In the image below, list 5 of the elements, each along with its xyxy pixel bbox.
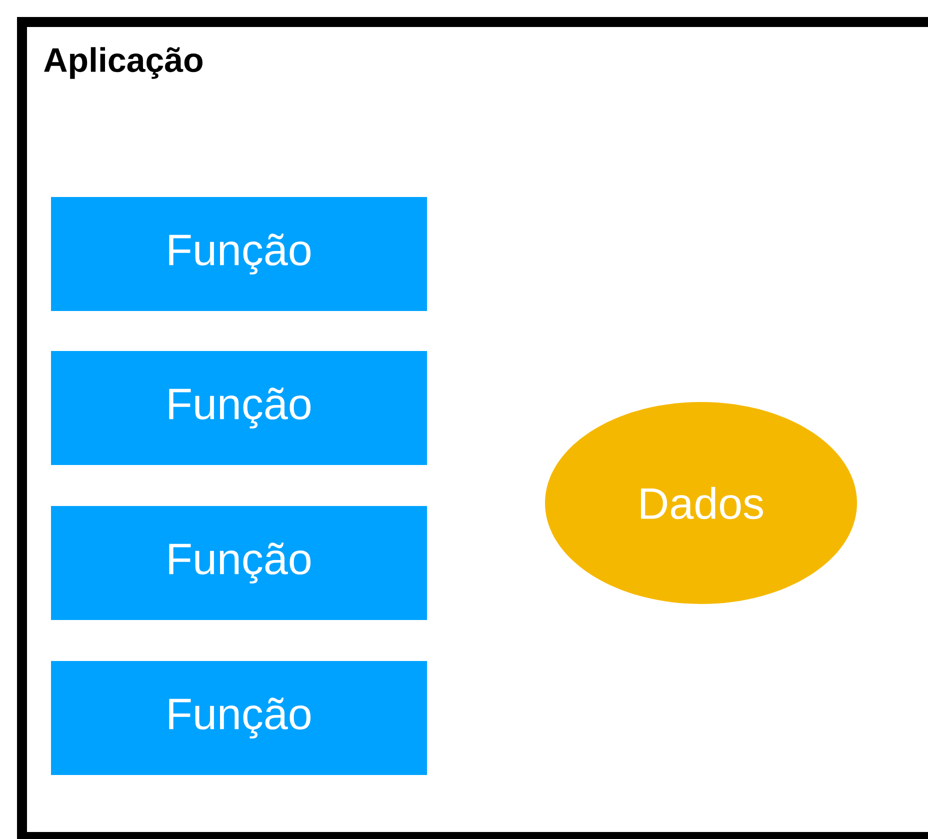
function-box: Função (51, 661, 427, 775)
function-box: Função (51, 351, 427, 465)
function-box: Função (51, 506, 427, 620)
frame-title: Aplicação (44, 47, 202, 79)
function-box: Função (51, 197, 427, 311)
